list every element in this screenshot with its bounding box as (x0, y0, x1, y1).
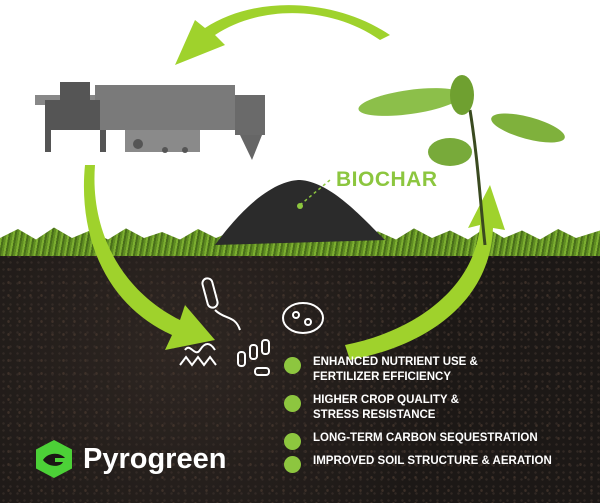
benefit-item: HIGHER CROP QUALITY & STRESS RESISTANCE (284, 393, 552, 423)
biochar-leader-dot (297, 203, 303, 209)
benefit-text: STRESS RESISTANCE (313, 409, 436, 421)
benefit-text: HIGHER CROP QUALITY & (313, 394, 459, 406)
bullet-icon (284, 395, 301, 412)
bullet-icon (284, 357, 301, 374)
biochar-leader-line (299, 179, 331, 206)
plant-icon (358, 75, 565, 246)
arrow-left (83, 165, 216, 350)
hexagon-leaf-icon (36, 440, 72, 478)
benefit-item: IMPROVED SOIL STRUCTURE & AERATION (284, 454, 552, 473)
biochar-label: BIOCHAR (336, 168, 438, 191)
benefit-item: LONG-TERM CARBON SEQUESTRATION (284, 431, 552, 450)
benefit-text: ENHANCED NUTRIENT USE & (313, 356, 478, 368)
biochar-pile-icon (215, 180, 385, 245)
soil-background (0, 245, 600, 503)
benefit-text: IMPROVED SOIL STRUCTURE & AERATION (313, 455, 552, 467)
arrow-top (175, 5, 390, 65)
arrow-right (345, 185, 505, 360)
pyrolysis-machine-icon (35, 82, 265, 160)
benefit-item: ENHANCED NUTRIENT USE & FERTILIZER EFFICI… (284, 355, 552, 385)
brand-name: Pyrogreen (83, 442, 227, 475)
brand-logo: Pyrogreen (35, 439, 226, 479)
bullet-icon (284, 456, 301, 473)
benefit-text: FERTILIZER EFFICIENCY (313, 371, 451, 383)
bullet-icon (284, 433, 301, 450)
benefits-list: ENHANCED NUTRIENT USE & FERTILIZER EFFICI… (284, 355, 552, 477)
microbes-icon (179, 277, 324, 376)
benefit-text: LONG-TERM CARBON SEQUESTRATION (313, 432, 538, 444)
